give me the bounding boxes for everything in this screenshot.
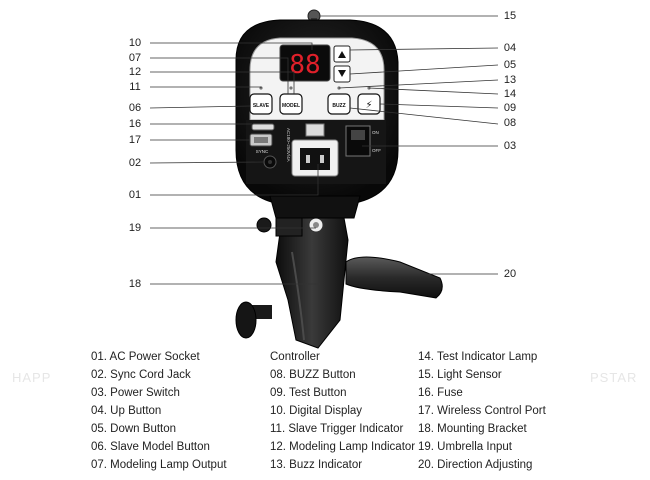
callout-12: 12: [128, 66, 142, 78]
buzz-button: [327, 93, 351, 115]
legend-item: 09. Test Button: [270, 387, 347, 399]
callout-13: 13: [503, 74, 517, 86]
callout-11: 11: [129, 81, 141, 93]
callout-05: 05: [503, 59, 517, 71]
legend-column-2: Controller 08. BUZZ Button 09. Test Button…: [270, 348, 415, 474]
mounting-bracket: [275, 217, 349, 349]
buzz-button-label: BUZZ: [332, 103, 345, 109]
legend-item: 11. Slave Trigger Indicator: [270, 423, 404, 435]
callout-06: 06: [128, 102, 142, 114]
legend-item: 13. Buzz Indicator: [270, 459, 363, 471]
watermark-left: HAPP: [12, 370, 52, 385]
callout-18: 18: [128, 278, 142, 290]
legend-item: 10. Digital Display: [270, 405, 363, 417]
fuse: [251, 123, 275, 131]
legend-item: 01. AC Power Socket: [91, 351, 200, 363]
callout-09: 09: [503, 102, 517, 114]
sync-label: SYNC: [256, 149, 269, 154]
callout-17: 17: [128, 134, 142, 146]
legend-column-3: 14. Test Indicator Lamp 15. Light Sensor 1…: [418, 348, 546, 474]
switch-off-label: OFF: [372, 148, 381, 153]
bracket-lock-knob: [235, 301, 257, 339]
display-digits: 88: [289, 50, 320, 80]
legend-column-1: 01. AC Power Socket 02. Sync Cord Jack 03.…: [91, 348, 227, 474]
slave-model-button: [249, 93, 273, 115]
model-button-label: MODEL: [282, 103, 300, 109]
watermark-right: PSTAR: [590, 370, 638, 385]
legend-item: 18. Mounting Bracket: [418, 423, 527, 435]
callout-07: 07: [128, 52, 142, 64]
callout-19: 19: [128, 222, 142, 234]
slave-button-label: SLAVE: [253, 103, 270, 109]
legend-item: 15. Light Sensor: [418, 369, 502, 381]
switch-on-label: ON: [372, 130, 379, 135]
callout-10: 10: [128, 37, 142, 49]
legend-item: Controller: [270, 351, 320, 363]
voltage-label: AC180~250V/4A: [286, 128, 291, 162]
direction-adjusting-handle: [345, 256, 443, 299]
modeling-lamp-button: [279, 93, 303, 115]
callout-01: 01: [128, 189, 142, 201]
callout-16: 16: [128, 118, 142, 130]
umbrella-input: [275, 215, 303, 237]
legend-item: 08. BUZZ Button: [270, 369, 356, 381]
callout-08: 08: [503, 117, 517, 129]
legend-item: 16. Fuse: [418, 387, 463, 399]
callout-02: 02: [128, 157, 142, 169]
callout-20: 20: [503, 268, 517, 280]
legend-item: 12. Modeling Lamp Indicator: [270, 441, 416, 453]
lightning-icon: ⚡: [365, 100, 372, 111]
legend-item: 06. Slave Model Button: [91, 441, 210, 453]
callout-15: 15: [503, 10, 517, 22]
legend-item: 02. Sync Cord Jack: [91, 369, 191, 381]
legend-item: 17. Wireless Control Port: [418, 405, 546, 417]
legend-item: 14. Test Indicator Lamp: [418, 351, 538, 363]
legend-item: 03. Power Switch: [91, 387, 180, 399]
legend-item: 20. Direction Adjusting: [418, 459, 533, 471]
legend-item: 19. Umbrella Input: [418, 441, 512, 453]
callout-04: 04: [503, 42, 517, 54]
legend-item: 05. Down Button: [91, 423, 177, 435]
callout-14: 14: [503, 88, 517, 100]
legend-item: 07. Modeling Lamp Output: [91, 459, 227, 471]
callout-03: 03: [503, 140, 517, 152]
legend-item: 04. Up Button: [91, 405, 162, 417]
leader-lines: [149, 15, 499, 285]
modeling-lamp-indicator: [289, 86, 293, 90]
